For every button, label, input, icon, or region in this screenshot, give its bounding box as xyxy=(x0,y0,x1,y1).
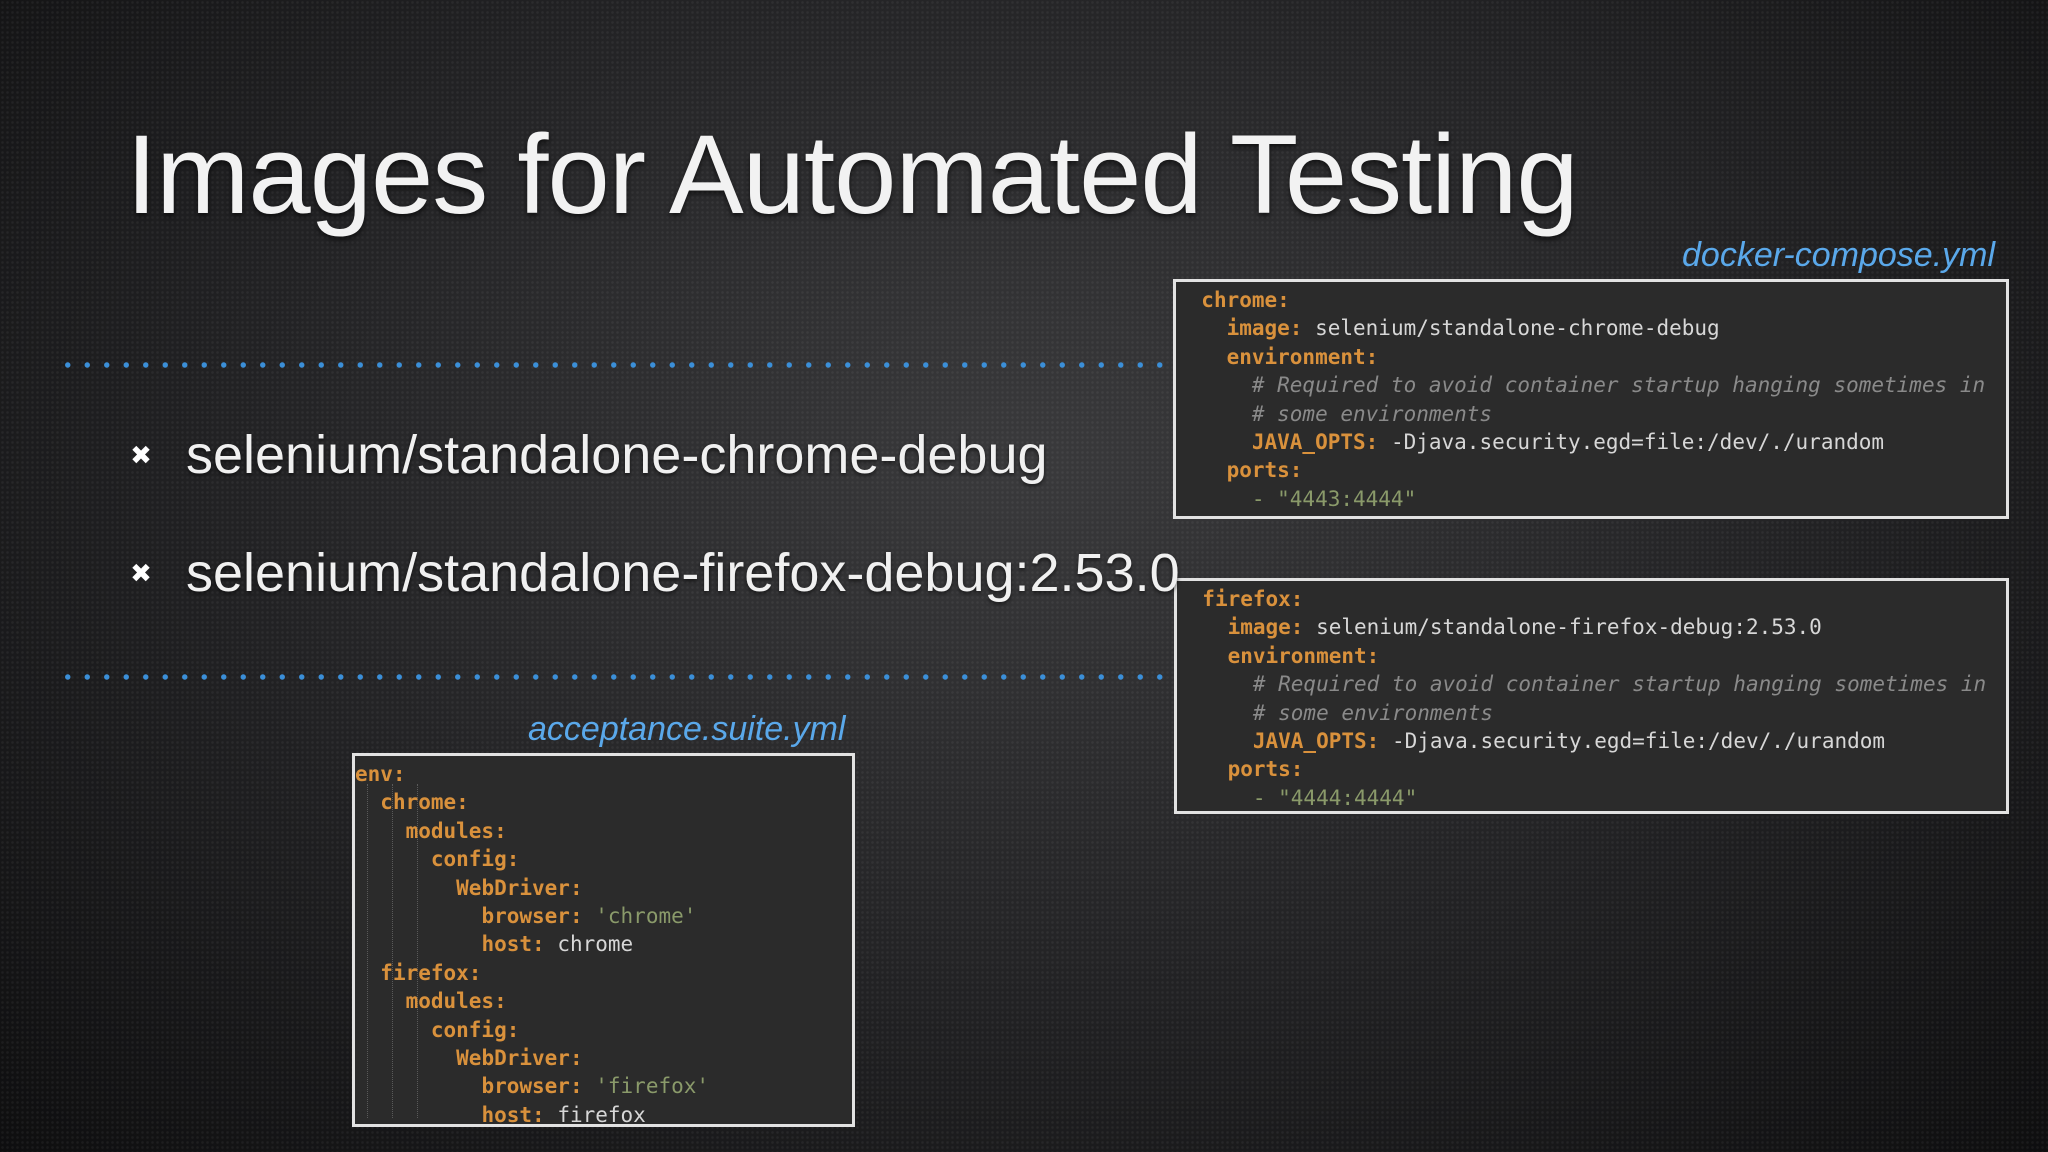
service-key: chrome: xyxy=(1201,288,1290,312)
image-key: image: xyxy=(1226,316,1303,341)
code-line: # Required to avoid container startup ha… xyxy=(1176,371,2006,399)
code-line: WebDriver: xyxy=(355,874,852,902)
comment: # some environments xyxy=(1251,401,1493,426)
code-line: image: selenium/standalone-firefox-debug… xyxy=(1177,613,2006,641)
firefox-key: firefox: xyxy=(380,960,482,985)
comment: # some environments xyxy=(1252,700,1494,725)
modules-key: modules: xyxy=(405,989,507,1014)
indent-guide xyxy=(367,784,368,1118)
code-line: WebDriver: xyxy=(355,1044,852,1072)
env-key: env: xyxy=(355,762,406,786)
code-line: ports: xyxy=(1177,755,2006,783)
code-line: JAVA_OPTS: -Djava.security.egd=file:/dev… xyxy=(1176,428,2006,456)
host-key: host: xyxy=(481,1102,545,1127)
indent-guide xyxy=(392,784,393,1118)
code-line: chrome: xyxy=(355,788,852,816)
config-key: config: xyxy=(430,847,520,872)
ports-key: ports: xyxy=(1227,757,1304,782)
code-line: # Required to avoid container startup ha… xyxy=(1177,670,2006,698)
acceptance-code-block: env: chrome: modules: config: WebDriver:… xyxy=(352,753,855,1127)
browser-value: 'firefox' xyxy=(595,1074,710,1099)
image-value: selenium/standalone-firefox-debug:2.53.0 xyxy=(1316,615,1822,640)
code-line: config: xyxy=(355,845,852,873)
compose-firefox-code-block: firefox: image: selenium/standalone-fire… xyxy=(1174,578,2009,814)
chrome-key: chrome: xyxy=(380,790,469,815)
code-line: - "4443:4444" xyxy=(1176,485,2006,513)
port-value: - "4444:4444" xyxy=(1252,785,1418,810)
image-key: image: xyxy=(1227,615,1304,640)
host-value: chrome xyxy=(557,932,634,957)
java-opts-key: JAVA_OPTS: xyxy=(1251,429,1379,454)
bullet-text: selenium/standalone-firefox-debug:2.53.0 xyxy=(186,543,1180,603)
environment-key: environment: xyxy=(1227,643,1380,668)
code-line: host: chrome xyxy=(355,930,852,958)
code-line: config: xyxy=(355,1016,852,1044)
code-line: modules: xyxy=(355,987,852,1015)
code-line: browser: 'firefox' xyxy=(355,1072,852,1100)
host-value: firefox xyxy=(557,1102,646,1127)
java-opts-value: -Djava.security.egd=file:/dev/./urandom xyxy=(1391,728,1886,753)
code-line: JAVA_OPTS: -Djava.security.egd=file:/dev… xyxy=(1177,727,2006,755)
comment: # Required to avoid container startup ha… xyxy=(1252,672,1987,697)
compose-chrome-code-block: chrome: image: selenium/standalone-chrom… xyxy=(1173,279,2009,519)
code-line: firefox: xyxy=(355,959,852,987)
code-line: modules: xyxy=(355,817,852,845)
code-line: # some environments xyxy=(1177,699,2006,727)
config-key: config: xyxy=(430,1017,520,1042)
code-line: firefox: xyxy=(1177,585,2006,613)
indent-guide xyxy=(417,784,418,1118)
x-bullet-icon: ✖ xyxy=(130,439,152,470)
code-line: environment: xyxy=(1177,642,2006,670)
top-dotted-divider xyxy=(58,362,1163,368)
service-key: firefox: xyxy=(1202,587,1304,611)
browser-key: browser: xyxy=(481,903,583,928)
ports-key: ports: xyxy=(1226,458,1303,483)
bullet-item: ✖ selenium/standalone-chrome-debug xyxy=(126,424,1048,486)
modules-key: modules: xyxy=(405,818,507,843)
comment: # Required to avoid container startup ha… xyxy=(1251,373,1986,398)
acceptance-suite-label: acceptance.suite.yml xyxy=(528,710,846,748)
browser-key: browser: xyxy=(481,1074,583,1099)
slide-title: Images for Automated Testing xyxy=(126,112,1579,237)
bullet-item: ✖ selenium/standalone-firefox-debug:2.53… xyxy=(126,542,1180,604)
webdriver-key: WebDriver: xyxy=(456,1045,583,1070)
bottom-dotted-divider xyxy=(58,674,1163,680)
browser-value: 'chrome' xyxy=(595,903,697,928)
port-value: - "4443:4444" xyxy=(1251,486,1417,511)
code-line: ports: xyxy=(1176,456,2006,484)
image-value: selenium/standalone-chrome-debug xyxy=(1315,316,1720,341)
java-opts-key: JAVA_OPTS: xyxy=(1252,728,1380,753)
code-line: host: firefox xyxy=(355,1101,852,1127)
code-line: image: selenium/standalone-chrome-debug xyxy=(1176,314,2006,342)
code-line: chrome: xyxy=(1176,286,2006,314)
webdriver-key: WebDriver: xyxy=(456,875,583,900)
host-key: host: xyxy=(481,932,545,957)
docker-compose-label: docker-compose.yml xyxy=(1682,236,1996,274)
bullet-text: selenium/standalone-chrome-debug xyxy=(186,425,1048,485)
code-line: - "4444:4444" xyxy=(1177,784,2006,811)
java-opts-value: -Djava.security.egd=file:/dev/./urandom xyxy=(1390,429,1885,454)
code-line: environment: xyxy=(1176,343,2006,371)
code-line: browser: 'chrome' xyxy=(355,902,852,930)
code-line: # some environments xyxy=(1176,400,2006,428)
x-bullet-icon: ✖ xyxy=(130,557,152,588)
code-line: env: xyxy=(355,760,852,788)
environment-key: environment: xyxy=(1226,344,1379,369)
